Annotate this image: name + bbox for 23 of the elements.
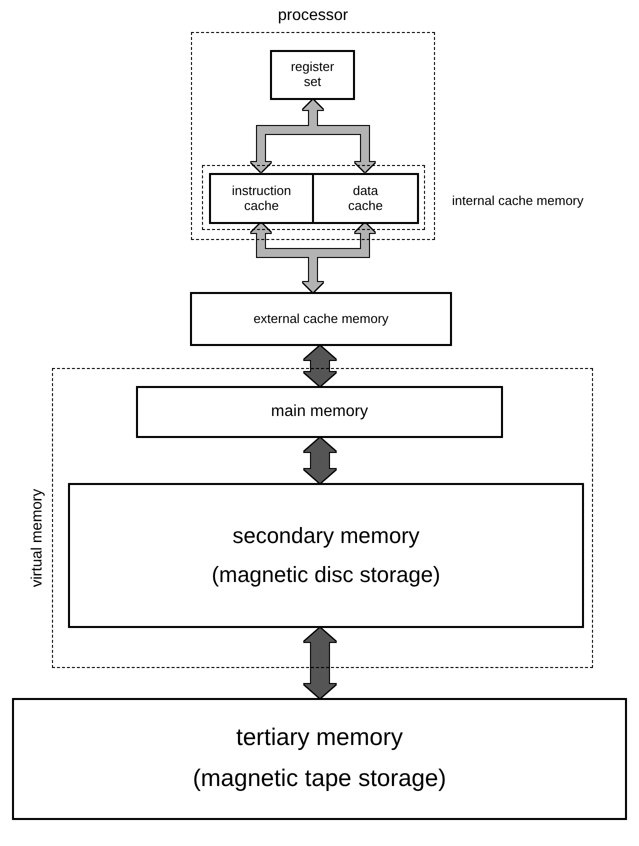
memory-box bbox=[136, 386, 503, 438]
double-arrow bbox=[303, 100, 375, 172]
group-label: processor bbox=[278, 6, 348, 26]
memory-box bbox=[312, 173, 419, 224]
dashed-frame bbox=[202, 165, 425, 230]
box-label: data cache bbox=[347, 184, 384, 214]
box-label: external cache memory bbox=[253, 311, 389, 327]
box-label: secondary memory (magnetic disc storage) bbox=[210, 522, 442, 589]
memory-box bbox=[209, 173, 314, 224]
double-arrow bbox=[303, 223, 375, 292]
memory-box bbox=[68, 483, 584, 628]
double-arrow bbox=[304, 438, 336, 483]
box-label: instruction cache bbox=[230, 184, 292, 214]
box-label: tertiary memory (magnetic tape storage) bbox=[192, 723, 448, 794]
box-label: register set bbox=[290, 60, 336, 90]
memory-box bbox=[12, 698, 627, 820]
memory-box bbox=[270, 50, 355, 100]
group-label: virtual memory bbox=[28, 488, 47, 588]
side-label: internal cache memory bbox=[452, 192, 584, 210]
double-arrow bbox=[304, 628, 336, 698]
double-arrow bbox=[304, 346, 336, 386]
memory-box bbox=[190, 292, 452, 346]
box-label: main memory bbox=[271, 402, 368, 422]
